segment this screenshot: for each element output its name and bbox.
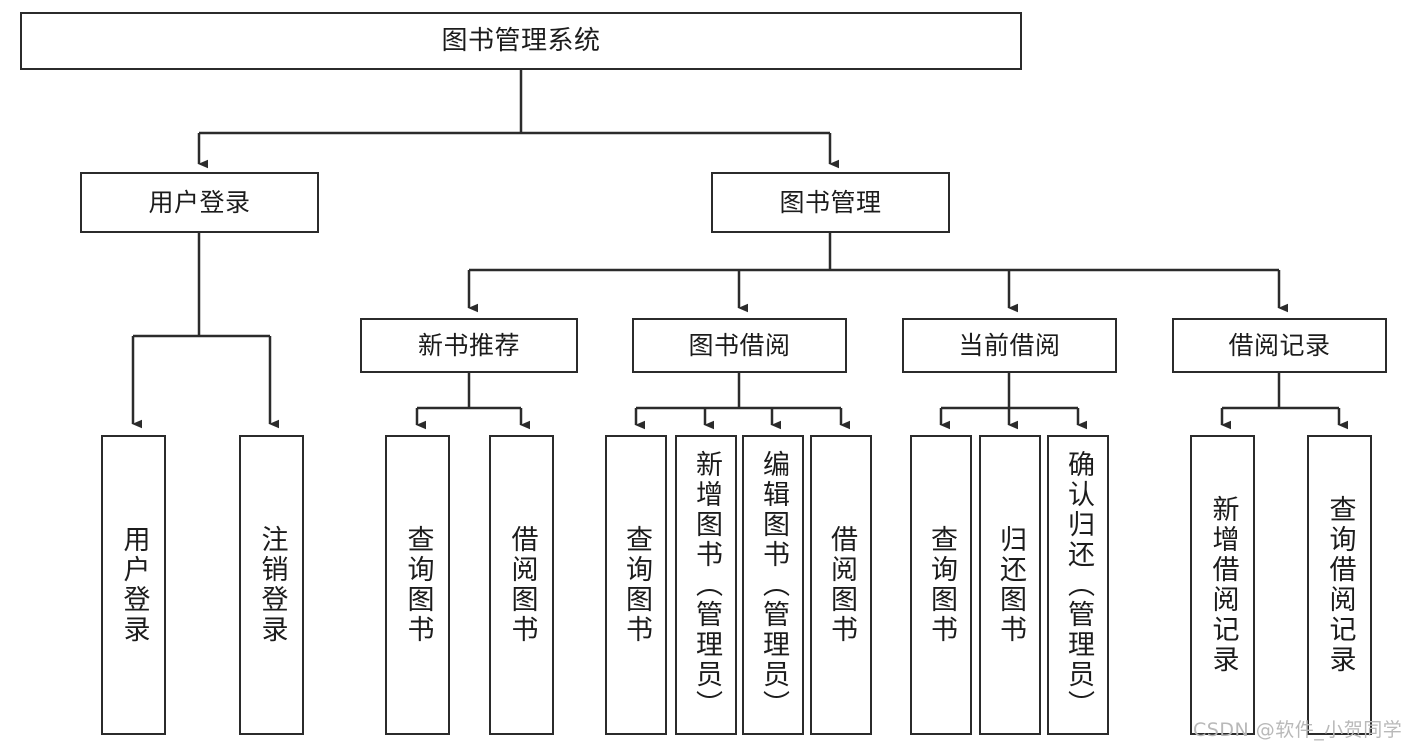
node-leaf-query-book-3[interactable]: 查询图书 — [910, 435, 972, 735]
node-book-borrow[interactable]: 图书借阅 — [632, 318, 847, 373]
node-book-manage[interactable]: 图书管理 — [711, 172, 950, 233]
node-borrow-record[interactable]: 借阅记录 — [1172, 318, 1387, 373]
node-current-borrow-label: 当前借阅 — [958, 330, 1061, 360]
node-leaf-return-book[interactable]: 归还图书 — [979, 435, 1041, 735]
node-leaf-add-record[interactable]: 新增借阅记录 — [1190, 435, 1255, 735]
node-leaf-edit-book-label: 编辑图书（管理员） — [758, 450, 790, 720]
node-leaf-query-record[interactable]: 查询借阅记录 — [1307, 435, 1372, 735]
node-leaf-query-book-3-label: 查询图书 — [926, 525, 958, 645]
node-leaf-confirm-return-label: 确认归还（管理员） — [1063, 450, 1095, 720]
csdn-watermark: CSDN @软件_小贺同学 — [1193, 719, 1403, 741]
node-leaf-query-book-1[interactable]: 查询图书 — [385, 435, 450, 735]
node-root-label: 图书管理系统 — [441, 25, 601, 56]
node-new-book-recommend[interactable]: 新书推荐 — [360, 318, 578, 373]
node-root[interactable]: 图书管理系统 — [20, 12, 1022, 70]
node-new-book-recommend-label: 新书推荐 — [417, 330, 520, 360]
node-leaf-query-book-2-label: 查询图书 — [621, 525, 653, 645]
node-leaf-borrow-book-2-label: 借阅图书 — [826, 525, 858, 645]
node-book-borrow-label: 图书借阅 — [688, 330, 791, 360]
node-borrow-record-label: 借阅记录 — [1228, 330, 1331, 360]
node-book-manage-label: 图书管理 — [779, 187, 882, 217]
node-leaf-borrow-book-2[interactable]: 借阅图书 — [810, 435, 872, 735]
node-leaf-add-book[interactable]: 新增图书（管理员） — [675, 435, 737, 735]
node-current-borrow[interactable]: 当前借阅 — [902, 318, 1117, 373]
node-leaf-borrow-book-1[interactable]: 借阅图书 — [489, 435, 554, 735]
node-leaf-logout-login-label: 注销登录 — [256, 525, 288, 645]
node-leaf-edit-book[interactable]: 编辑图书（管理员） — [742, 435, 804, 735]
node-leaf-confirm-return[interactable]: 确认归还（管理员） — [1047, 435, 1109, 735]
node-leaf-query-book-2[interactable]: 查询图书 — [605, 435, 667, 735]
node-leaf-user-login[interactable]: 用户登录 — [101, 435, 166, 735]
node-leaf-logout-login[interactable]: 注销登录 — [239, 435, 304, 735]
node-leaf-query-record-label: 查询借阅记录 — [1324, 495, 1356, 675]
node-leaf-add-record-label: 新增借阅记录 — [1207, 495, 1239, 675]
node-user-login-label: 用户登录 — [148, 187, 251, 217]
node-leaf-borrow-book-1-label: 借阅图书 — [506, 525, 538, 645]
node-leaf-return-book-label: 归还图书 — [995, 525, 1027, 645]
node-leaf-add-book-label: 新增图书（管理员） — [691, 450, 723, 720]
node-user-login[interactable]: 用户登录 — [80, 172, 319, 233]
node-leaf-query-book-1-label: 查询图书 — [402, 525, 434, 645]
node-leaf-user-login-label: 用户登录 — [118, 525, 150, 645]
